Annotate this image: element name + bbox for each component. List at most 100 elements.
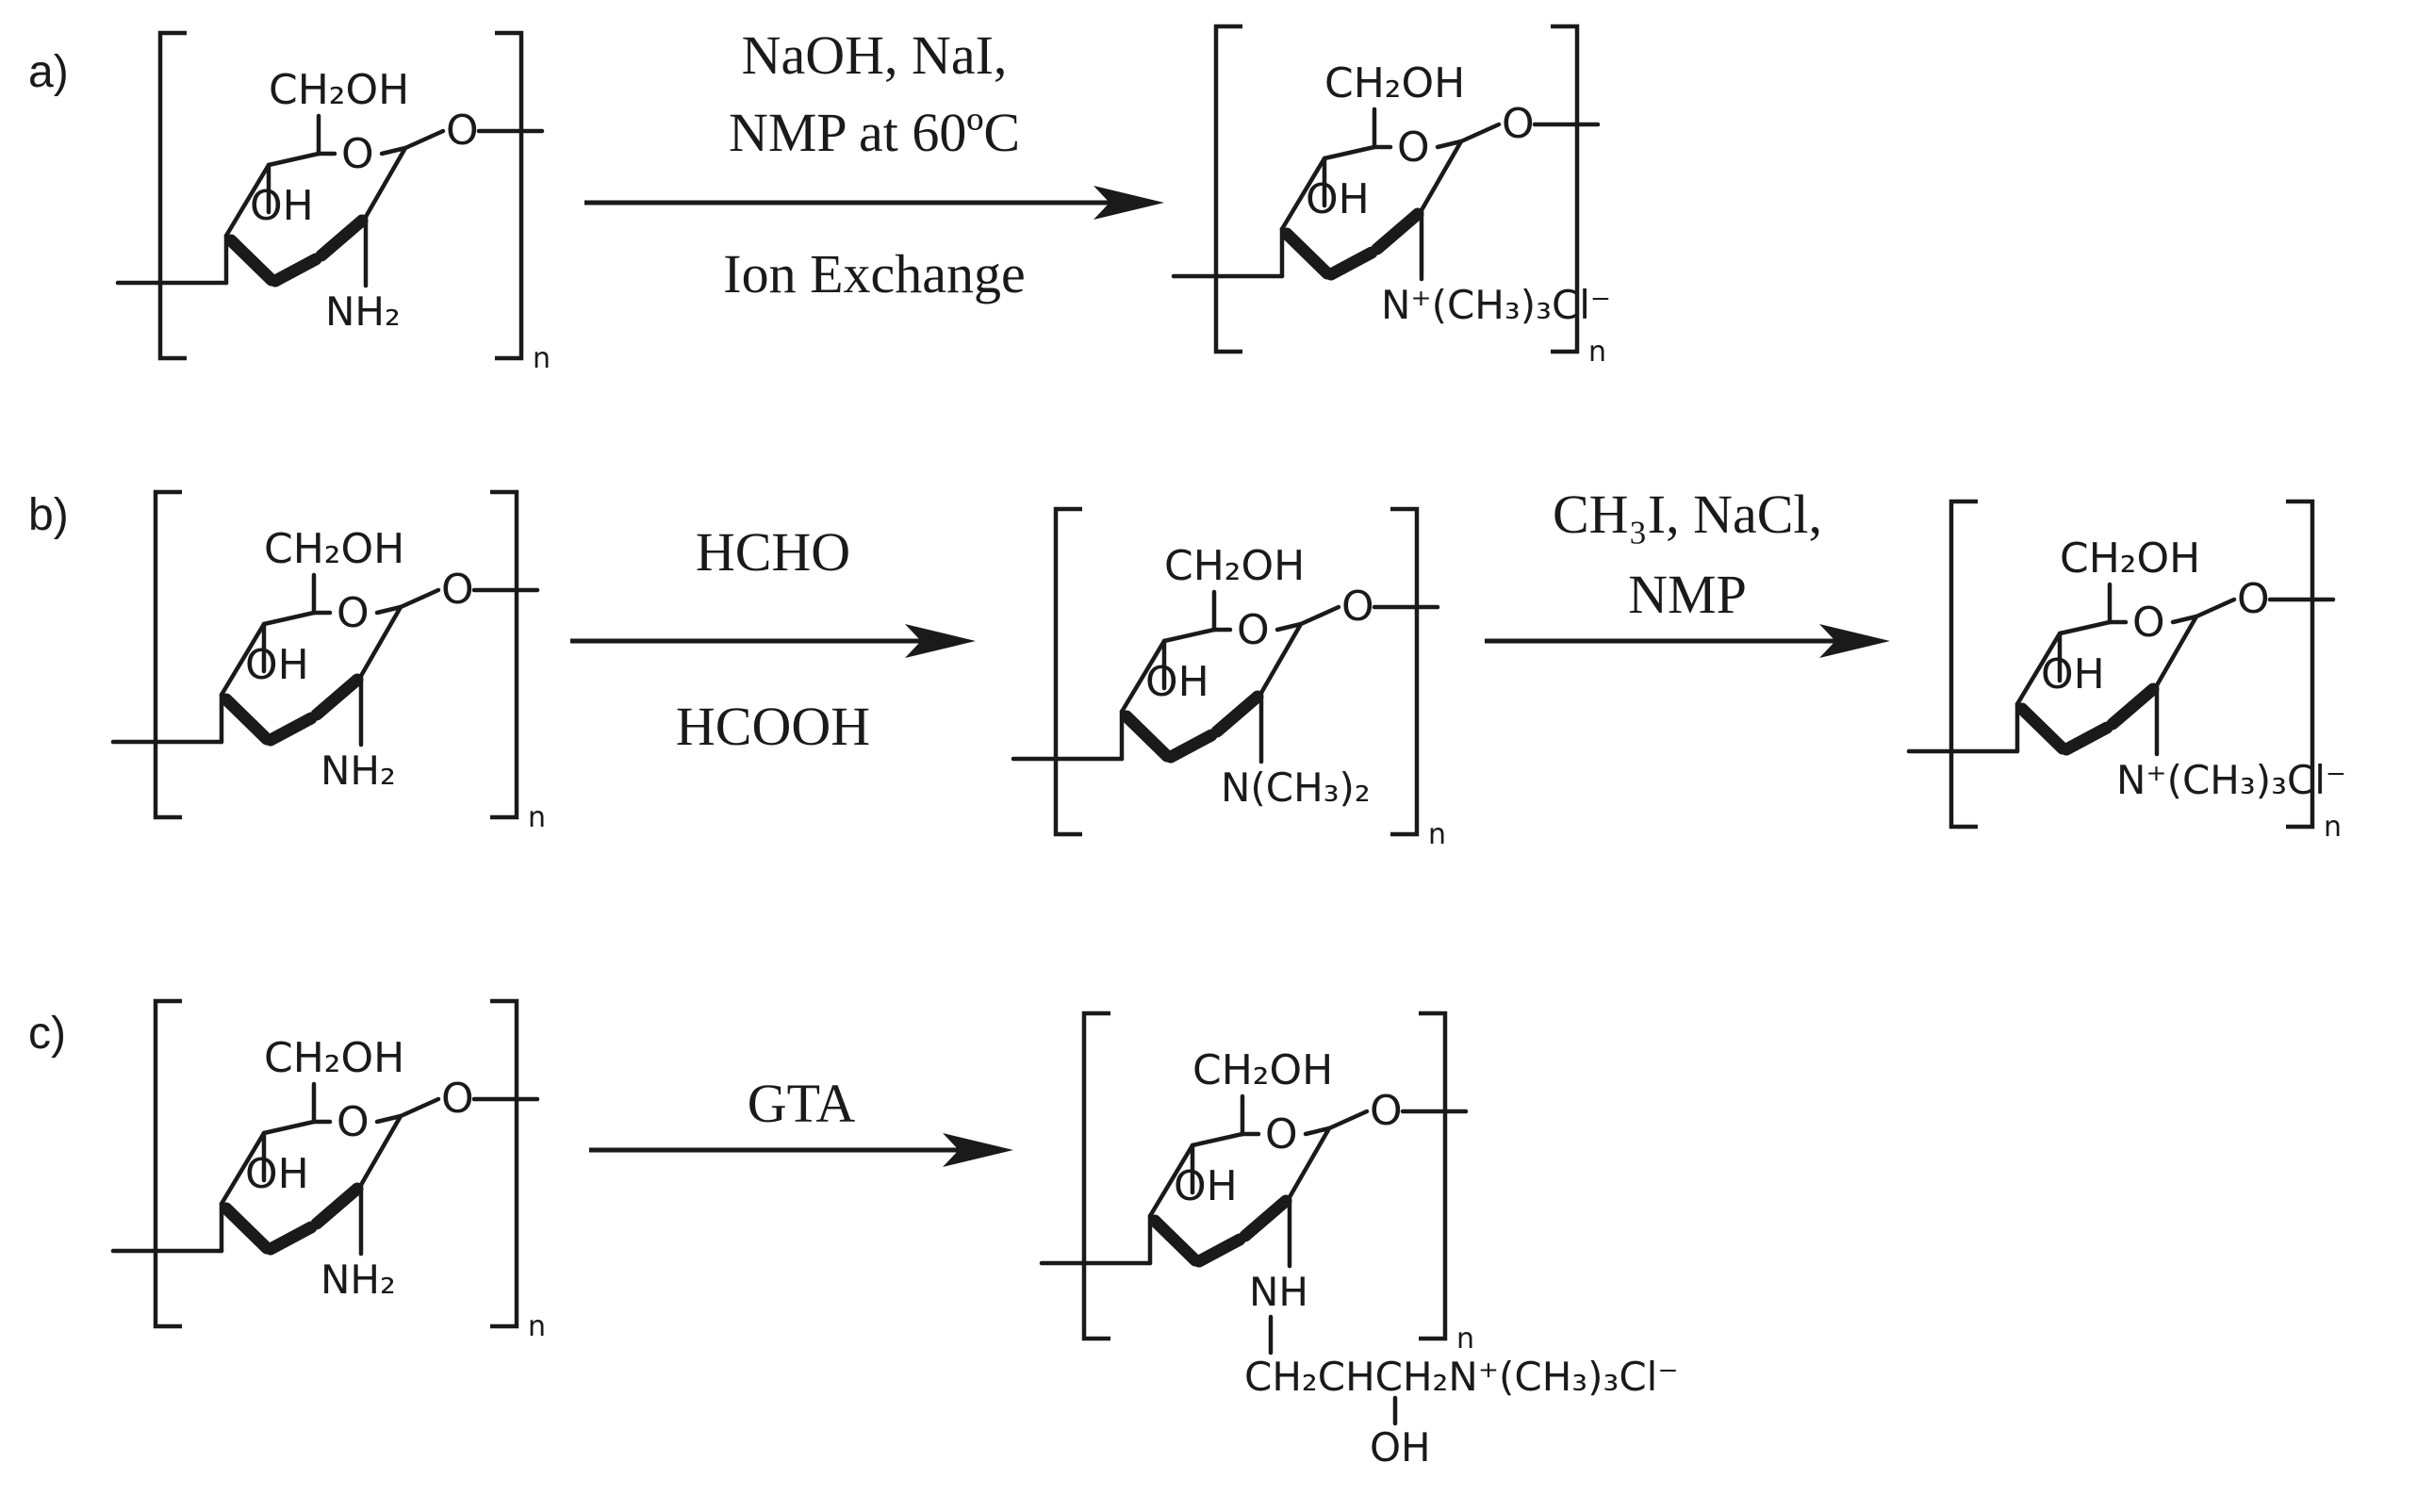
repeat-n-label: n <box>2324 811 2342 844</box>
ring-bold-bond <box>310 673 364 721</box>
substituent-label: NH <box>1249 1269 1308 1315</box>
substituent-label: NH₂ <box>321 1257 396 1303</box>
ch2oh-label: CH₂OH <box>269 66 409 114</box>
ring-bond <box>219 1130 267 1207</box>
arrow-head <box>943 1133 1013 1167</box>
ring-bond <box>1147 1142 1195 1219</box>
arrow-head <box>1819 624 1890 658</box>
ring-bold-bond <box>1324 246 1378 281</box>
reagent-below-label: HCOOH <box>676 696 870 757</box>
ring-bold-bond <box>1371 207 1424 255</box>
glycosidic-bond <box>398 1096 441 1119</box>
hydroxyl-label: OH <box>250 182 314 230</box>
arrow-head <box>1093 186 1164 220</box>
ring-bond <box>1190 1131 1245 1148</box>
ring-bold-bond <box>1164 729 1218 764</box>
reagent-above-label: NMP at 60ºC <box>729 102 1020 163</box>
bracket-right <box>495 30 524 361</box>
reaction-arrow: HCHO HCOOH <box>570 521 976 757</box>
reagent-below-label: Ion Exchange <box>723 243 1025 304</box>
ring-bold-bond <box>2015 702 2069 755</box>
ch2oh-label: CH₂OH <box>264 1034 404 1082</box>
ring-bond <box>358 1113 403 1188</box>
ring-bold-bond <box>1148 1214 1202 1267</box>
hydroxyl-label: OH <box>2041 650 2105 698</box>
ring-bold-bond <box>269 253 322 288</box>
glycosidic-bond <box>2194 597 2237 619</box>
ring-oxygen-label: O <box>341 130 374 178</box>
ring-bond <box>358 604 403 679</box>
repeat-n-label: n <box>528 801 546 834</box>
ch2oh-label: CH₂OH <box>1164 542 1305 590</box>
ring-bond <box>2014 631 2063 707</box>
arrow-head <box>905 624 976 658</box>
glycosidic-bond <box>403 128 446 151</box>
reagent-above-label: GTA <box>748 1073 856 1134</box>
bracket-left <box>1948 499 1978 830</box>
ring-oxygen-label: O <box>1397 123 1430 172</box>
glycosidic-oxygen-label: O <box>1502 100 1535 148</box>
ring-bond <box>374 604 403 616</box>
ring-bold-bond <box>1280 227 1334 280</box>
ring-bold-bond <box>2060 721 2113 756</box>
bracket-right <box>2286 499 2315 830</box>
ring-bond <box>2057 619 2113 636</box>
substituent-label: N(CH₃)₂ <box>1221 764 1371 811</box>
hydroxyl-label: OH <box>245 1150 309 1198</box>
hydroxyl-label: OH <box>1145 658 1209 706</box>
repeat-n-label: n <box>1456 1323 1474 1356</box>
hydroxyl-label: OH <box>245 641 309 689</box>
panel-letter: a) <box>28 47 69 97</box>
bracket-right <box>1419 1011 1448 1341</box>
ring-bold-bond <box>1192 1233 1246 1268</box>
ring-bold-bond <box>310 1182 364 1230</box>
repeat-n-label: n <box>1428 818 1446 851</box>
ring-oxygen-label: O <box>337 589 370 637</box>
ring-bond <box>374 1113 403 1125</box>
repeat-n-label: n <box>533 342 551 375</box>
side-chain-label: CH₂CHCH₂N⁺(CH₃)₃Cl⁻ <box>1244 1354 1679 1400</box>
substituent-label: NH₂ <box>321 748 396 794</box>
bracket-left <box>1213 24 1242 354</box>
bracket-left <box>157 30 187 361</box>
ring-bold-bond <box>2106 682 2160 731</box>
ring-bond <box>1119 638 1167 715</box>
ring-bold-bond <box>224 234 278 287</box>
reagent-above-label: NMP <box>1628 564 1747 625</box>
bracket-left <box>153 489 182 820</box>
bracket-right <box>1390 506 1420 837</box>
ring-oxygen-label: O <box>1265 1110 1298 1159</box>
ring-bond <box>2170 614 2199 625</box>
ch2oh-label: CH₂OH <box>1324 59 1465 107</box>
ring-bond <box>223 162 271 238</box>
ring-bond <box>1161 627 1217 644</box>
glycosidic-bond <box>1458 122 1502 144</box>
ch2oh-label: CH₂OH <box>2060 534 2200 583</box>
glycosidic-bond <box>398 587 441 610</box>
ring-bond <box>1279 156 1327 232</box>
ring-bond <box>261 1119 317 1136</box>
reaction-arrow: CH₃I, NaCl,NMP <box>1485 484 1890 658</box>
side-chain-oh-label: OH <box>1370 1424 1431 1471</box>
panel-letter: b) <box>28 490 69 540</box>
ring-bond <box>1419 139 1464 213</box>
reaction-arrow: GTA <box>589 1073 1013 1167</box>
ring-oxygen-label: O <box>2132 599 2165 647</box>
reagent-above-label: HCHO <box>696 521 850 583</box>
glycosidic-oxygen-label: O <box>446 107 479 155</box>
ring-bond <box>379 145 408 156</box>
substituent-label: N⁺(CH₃)₃Cl⁻ <box>2116 757 2346 803</box>
repeat-n-label: n <box>1588 336 1606 369</box>
glycosidic-oxygen-label: O <box>1341 583 1374 631</box>
substituent-label: N⁺(CH₃)₃Cl⁻ <box>1381 282 1611 328</box>
ring-bond <box>1274 621 1304 633</box>
